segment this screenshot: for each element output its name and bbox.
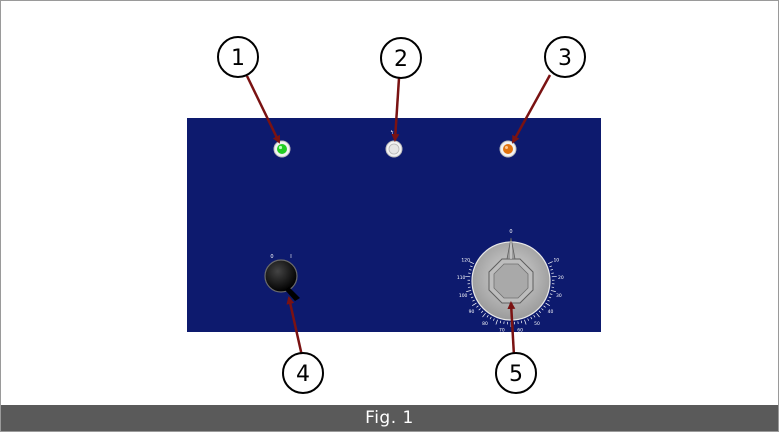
callout-2: 2 — [380, 37, 422, 79]
dial-tick — [538, 310, 541, 313]
dial-tick — [486, 314, 489, 318]
dial-scale-label: 40 — [548, 309, 554, 315]
figure-caption: Fig. 1 — [365, 408, 414, 428]
callout-4-arrow — [286, 296, 304, 357]
power-indicator-lamp: ϟ — [385, 130, 403, 158]
callout-3-number: 3 — [558, 46, 572, 71]
dial-tick — [469, 261, 474, 264]
dial-tick — [551, 275, 557, 278]
dial-tick — [470, 265, 473, 268]
dial-scale: 120 110 100 90 80 70 60 50 40 30 20 10 — [457, 257, 564, 333]
dial-scale-label: 100 — [459, 293, 468, 299]
dial-tick — [527, 318, 529, 321]
dial-scale-label: 20 — [558, 275, 564, 281]
dial-tick — [493, 318, 495, 321]
dial-scale-label: 70 — [499, 328, 505, 334]
dial-tick — [472, 299, 475, 302]
switch-off-label: 0 — [270, 254, 273, 260]
dial-tick — [533, 314, 536, 318]
dial-tick — [547, 299, 550, 302]
callout-2-arrow — [391, 77, 401, 142]
dial-scale-label: 30 — [556, 293, 562, 299]
dial-tick — [472, 302, 477, 307]
callout-3: 3 — [544, 36, 586, 78]
dial-tick — [469, 293, 473, 295]
orange-indicator-lamp — [499, 140, 517, 158]
dial-scale-label: 110 — [457, 275, 466, 281]
dial-tick — [549, 265, 552, 268]
dial-tick — [543, 305, 546, 308]
callout-1: 1 — [217, 36, 259, 78]
dial-scale-label: 10 — [553, 257, 559, 263]
dial-tick — [476, 305, 479, 308]
dial-tick — [541, 308, 544, 311]
dial-tick — [489, 316, 492, 320]
timer-dial: 0 120 110 100 90 80 70 60 50 40 30 20 10 — [457, 229, 564, 334]
callout-4: 4 — [282, 352, 324, 394]
caption-bar: Fig. 1 — [1, 405, 778, 431]
dial-tick — [478, 308, 481, 311]
callout-1-arrow — [245, 75, 281, 144]
dial-tick — [465, 275, 471, 278]
callout-5: 5 — [495, 352, 537, 394]
dial-tick — [495, 319, 498, 325]
switch-on-label: I — [290, 254, 291, 260]
dial-tick — [499, 320, 502, 324]
dial-zero-label: 0 — [509, 229, 512, 235]
dial-tick — [536, 312, 540, 318]
dial-tick — [470, 296, 474, 299]
dial-tick — [524, 319, 527, 325]
dial-tick — [530, 316, 533, 320]
dial-tick — [482, 312, 486, 318]
dial-tick — [545, 302, 550, 307]
dial-tick — [468, 269, 472, 271]
green-indicator-lamp — [273, 140, 291, 158]
callout-2-number: 2 — [394, 47, 408, 72]
dial-scale-label: 60 — [517, 328, 523, 334]
power-symbol-icon: ϟ — [390, 130, 393, 136]
dial-tick — [520, 320, 523, 324]
dial-scale-label: 120 — [461, 257, 470, 263]
dial-tick — [481, 310, 484, 313]
dial-tick — [548, 261, 553, 264]
callout-3-arrow — [511, 74, 552, 144]
callout-1-number: 1 — [231, 46, 245, 71]
callout-5-arrow — [507, 301, 516, 357]
on-off-rotary-switch: 0 I — [264, 254, 300, 301]
callout-5-number: 5 — [509, 362, 523, 387]
dial-tick — [550, 290, 556, 292]
callout-4-number: 4 — [296, 362, 310, 387]
dial-tick — [466, 290, 472, 292]
dial-scale-label: 50 — [534, 321, 540, 327]
dial-scale-label: 90 — [469, 309, 475, 315]
dial-tick — [549, 293, 553, 295]
dial-tick — [550, 269, 554, 271]
dial-scale-label: 80 — [482, 321, 488, 327]
dial-tick — [548, 296, 552, 299]
